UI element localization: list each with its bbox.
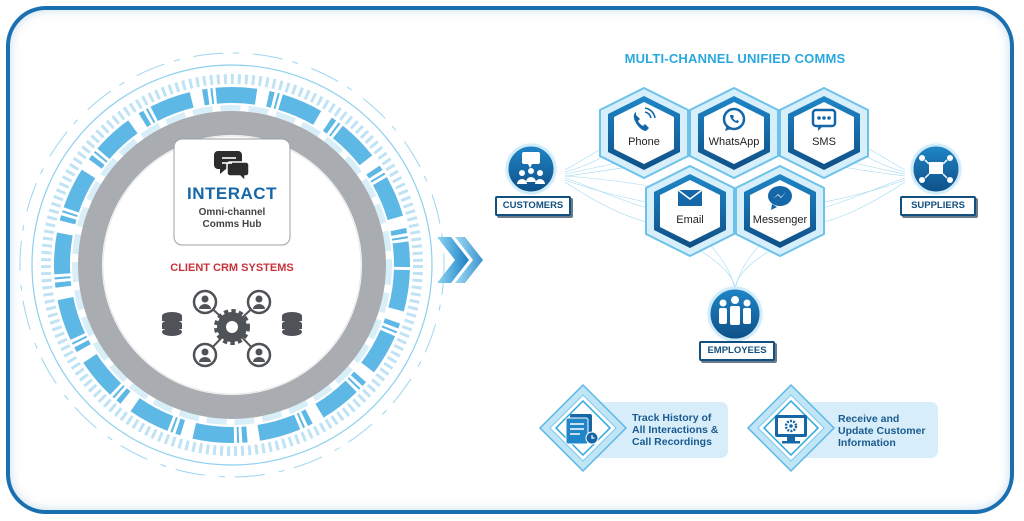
feature-history-line3: Call Recordings bbox=[632, 436, 712, 448]
hub-title: INTERACT bbox=[187, 184, 277, 203]
feature-history-line2: All Interactions & bbox=[632, 424, 719, 436]
crm-label: CLIENT CRM SYSTEMS bbox=[170, 262, 294, 274]
sms-icon bbox=[811, 108, 837, 131]
channel-sms-label: SMS bbox=[812, 136, 836, 148]
feature-update-text: Receive and Update Customer Information bbox=[838, 413, 936, 449]
interact-card bbox=[173, 138, 291, 246]
channel-email-label: Email bbox=[676, 214, 704, 226]
hub-subtitle: Omni-channel Comms Hub bbox=[174, 207, 290, 231]
employees-tag: EMPLOYEES bbox=[699, 341, 775, 361]
gear-network-icon bbox=[192, 289, 272, 368]
suppliers-icon bbox=[907, 140, 965, 198]
email-icon bbox=[677, 189, 703, 206]
customers-icon bbox=[502, 140, 560, 198]
feature-update-line2: Update Customer bbox=[838, 425, 926, 437]
diagram-title: MULTI-CHANNEL UNIFIED COMMS bbox=[624, 51, 846, 66]
database-icon bbox=[162, 312, 302, 336]
employees-icon bbox=[704, 283, 766, 345]
flow-arrow-icon bbox=[437, 237, 483, 283]
suppliers-tag: SUPPLIERS bbox=[900, 196, 976, 216]
whatsapp-icon bbox=[722, 107, 746, 131]
channel-messenger-label: Messenger bbox=[752, 214, 808, 226]
feature-history-text: Track History of All Interactions & Call… bbox=[632, 412, 728, 448]
feature-update-line1: Receive and bbox=[838, 413, 900, 425]
feature-history-line1: Track History of bbox=[632, 412, 712, 424]
channel-hexagons bbox=[599, 86, 869, 258]
hub-subtitle-line1: Omni-channel bbox=[198, 207, 266, 218]
monitor-settings-icon bbox=[775, 415, 807, 444]
feature-update-line3: Information bbox=[838, 437, 896, 449]
chat-bubbles-icon bbox=[214, 151, 250, 183]
channel-whatsapp-label: WhatsApp bbox=[708, 136, 760, 148]
hub-subtitle-line2: Comms Hub bbox=[202, 219, 262, 230]
customers-tag: CUSTOMERS bbox=[495, 196, 571, 216]
messenger-icon bbox=[768, 186, 792, 210]
document-history-icon bbox=[565, 414, 599, 445]
channel-phone-label: Phone bbox=[628, 136, 660, 148]
phone-icon bbox=[633, 107, 656, 131]
